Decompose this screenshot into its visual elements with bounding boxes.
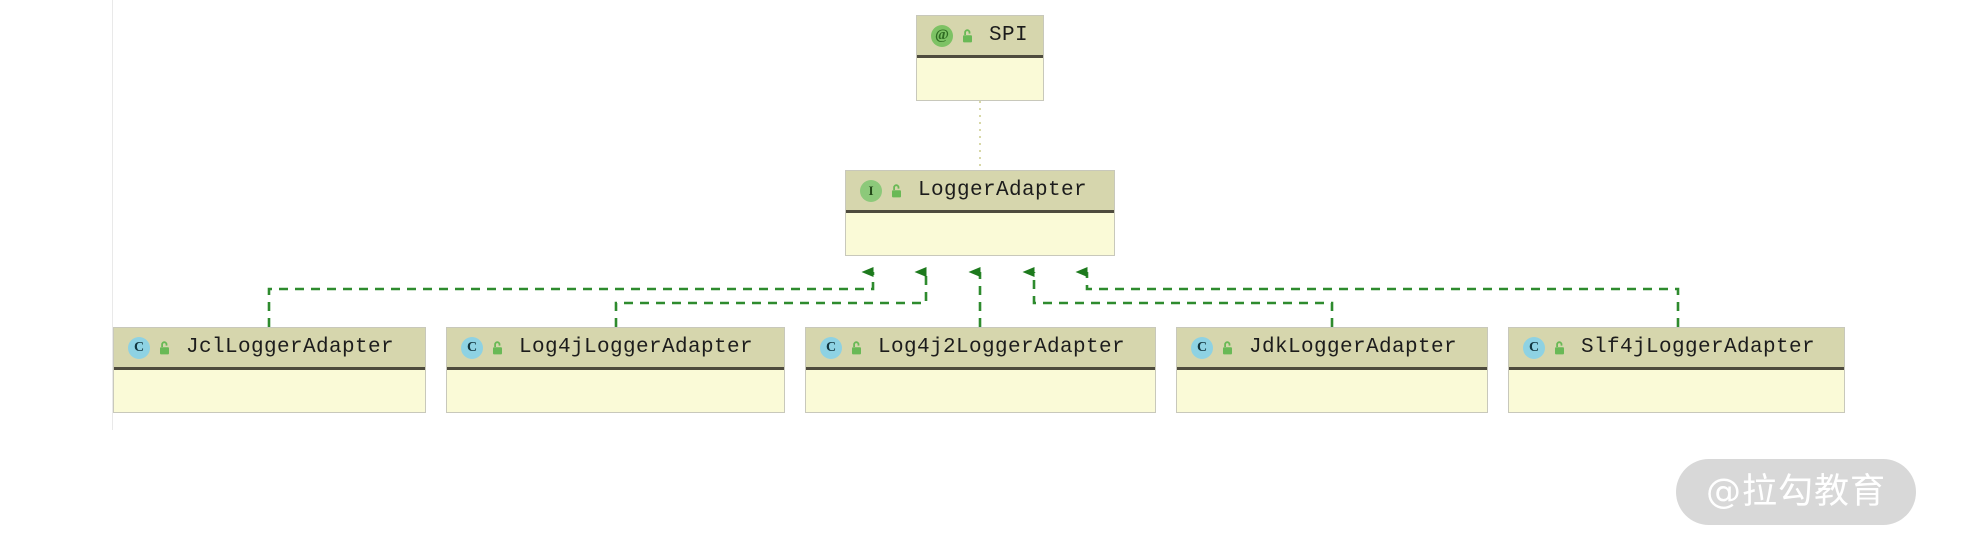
uml-node-attributes-compartment [846, 213, 1114, 255]
edge-jdk [1022, 267, 1334, 327]
watermark: @拉勾教育 [1676, 459, 1916, 525]
edge-slf4j [1075, 267, 1680, 327]
class-type-icon: C [820, 336, 842, 359]
uml-node-attributes-compartment [447, 370, 784, 412]
class-type-icon: C [128, 336, 150, 359]
annotation-type-icon: @ [931, 24, 953, 47]
uml-node-header: C Log4jLoggerAdapter [447, 328, 784, 370]
uml-node-attributes-compartment [1509, 370, 1844, 412]
edge-log4j [614, 267, 928, 327]
uml-node-attributes-compartment [806, 370, 1155, 412]
class-type-icon: C [1523, 336, 1545, 359]
uml-node-header: C Slf4jLoggerAdapter [1509, 328, 1844, 370]
uml-node-name: Log4jLoggerAdapter [519, 336, 754, 359]
uml-node-header: @ SPI [917, 16, 1043, 58]
uml-node-log4j2-logger-adapter[interactable]: C Log4j2LoggerAdapter [805, 327, 1156, 413]
uml-node-attributes-compartment [917, 58, 1043, 100]
unlock-icon [960, 28, 975, 44]
edge-jcl [267, 267, 875, 327]
watermark-text: @拉勾教育 [1705, 471, 1886, 512]
uml-node-name: Slf4jLoggerAdapter [1581, 336, 1816, 359]
uml-node-name: JdkLoggerAdapter [1249, 336, 1458, 359]
unlock-icon [849, 340, 864, 356]
unlock-icon [157, 340, 172, 356]
uml-node-attributes-compartment [1177, 370, 1487, 412]
unlock-icon [889, 183, 904, 199]
uml-node-name: LoggerAdapter [918, 179, 1088, 202]
unlock-icon [490, 340, 505, 356]
unlock-icon [1220, 340, 1235, 356]
uml-node-jcl-logger-adapter[interactable]: C JclLoggerAdapter [113, 327, 426, 413]
class-type-icon: C [1191, 336, 1213, 359]
uml-node-name: Log4j2LoggerAdapter [878, 336, 1126, 359]
uml-node-header: I LoggerAdapter [846, 171, 1114, 213]
uml-node-spi[interactable]: @ SPI [916, 15, 1044, 101]
unlock-icon [1552, 340, 1567, 356]
uml-node-header: C JdkLoggerAdapter [1177, 328, 1487, 370]
uml-node-attributes-compartment [114, 370, 425, 412]
class-type-icon: C [461, 336, 483, 359]
uml-node-name: JclLoggerAdapter [186, 336, 395, 359]
uml-node-slf4j-logger-adapter[interactable]: C Slf4jLoggerAdapter [1508, 327, 1845, 413]
uml-node-logger-adapter[interactable]: I LoggerAdapter [845, 170, 1115, 256]
uml-node-header: C JclLoggerAdapter [114, 328, 425, 370]
uml-node-name: SPI [989, 24, 1029, 47]
uml-node-jdk-logger-adapter[interactable]: C JdkLoggerAdapter [1176, 327, 1488, 413]
uml-node-header: C Log4j2LoggerAdapter [806, 328, 1155, 370]
uml-node-log4j-logger-adapter[interactable]: C Log4jLoggerAdapter [446, 327, 785, 413]
interface-type-icon: I [860, 179, 882, 202]
